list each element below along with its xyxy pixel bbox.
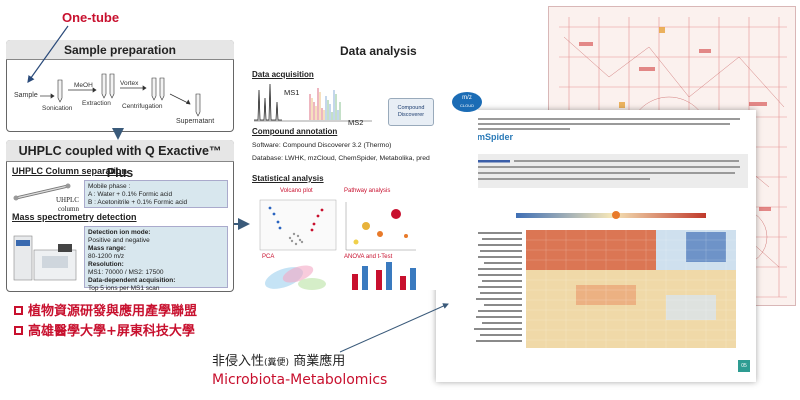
institution-line-1: 植物資源研發與應用產學聯盟 xyxy=(14,300,197,319)
ms-resolution-value: MS1: 70000 / MS2: 17500 xyxy=(88,269,164,276)
anova-plot xyxy=(352,262,416,290)
ms-detection-heading: Mass spectrometry detection xyxy=(12,212,137,222)
step-extraction: Extraction xyxy=(82,100,111,107)
uhplc-title: UHPLC coupled with Q Exactive™ Plus xyxy=(6,140,234,180)
caption-line-1: 非侵入性(糞便) 商業應用 xyxy=(212,350,345,369)
software-text: Software: Compound Discoverer 3.2 (Therm… xyxy=(252,142,392,149)
statistical-analysis-heading: Statistical analysis xyxy=(252,174,324,183)
mobile-phase-a: A : Water + 0.1% Formic acid xyxy=(88,191,173,198)
ms-dda-label: Data-dependent acquisition: xyxy=(88,277,176,284)
pca-label: PCA xyxy=(262,254,275,260)
heatmap-cells xyxy=(526,230,736,348)
data-analysis-title: Data analysis xyxy=(340,44,417,58)
volcano-plot xyxy=(259,199,337,251)
caption-tail: 商業應用 xyxy=(293,354,346,369)
step-sonication: Sonication xyxy=(42,105,73,112)
step-vortex: Vortex xyxy=(120,80,139,87)
ms-settings-box: Detection ion mode: Positive and negativ… xyxy=(84,226,228,292)
chemspider-logo-text: ChemSpider xyxy=(460,132,514,142)
step-supernatant: Supernatant xyxy=(176,118,215,125)
ms-dda-value: Top 5 ions per MS1 scan xyxy=(88,285,160,292)
caption-line-2: Microbiota-Metabolomics xyxy=(212,372,388,388)
mzcloud-logo-line-2: CLOUD xyxy=(459,103,474,108)
uhplc-column-graphic xyxy=(13,183,71,201)
compound-discoverer-logo: Compound Discoverer xyxy=(388,98,434,126)
caption-small: (糞便) xyxy=(264,358,290,368)
ms-detection-mode-value: Positive and negative xyxy=(88,237,150,244)
ms1-label: MS1 xyxy=(284,88,300,97)
ms-detection-mode-label: Detection ion mode: xyxy=(88,229,151,236)
institution-text-2: 高雄醫學大學+屏東科技大學 xyxy=(28,324,195,339)
pathway-analysis-label: Pathway analysis xyxy=(344,188,391,194)
compound-discoverer-logo-line-2: Discoverer xyxy=(397,112,425,118)
report-document: ChemSpider xyxy=(436,110,756,382)
ms-spectra-graphic xyxy=(254,83,372,122)
sample-preparation-title: Sample preparation xyxy=(6,40,234,60)
volcano-plot-label: Volcano plot xyxy=(280,188,313,194)
statistical-plots-graphic xyxy=(259,199,416,290)
step-centrifugation: Centrifugation xyxy=(122,103,163,110)
pca-plot xyxy=(264,265,326,290)
caption-to-document-arrow xyxy=(339,303,449,353)
data-acquisition-heading: Data acquisition xyxy=(252,70,314,79)
mobile-phase-b: B : Acetonitrile + 0.1% Formic acid xyxy=(88,199,188,206)
uhplc-column-label-2: column xyxy=(58,205,79,213)
mass-spectrometer-graphic xyxy=(13,235,77,281)
institution-line-2: 高雄醫學大學+屏東科技大學 xyxy=(14,320,195,339)
report-document-graphic xyxy=(444,118,748,348)
compound-annotation-heading: Compound annotation xyxy=(252,127,338,136)
ms-mass-range-value: 80-1200 m/z xyxy=(88,253,125,260)
mobile-phase-label: Mobile phase : xyxy=(88,183,131,190)
pathway-bubble-plot xyxy=(345,202,416,251)
uhplc-column-label-1: UHPLC xyxy=(56,196,79,204)
ms-mass-range-label: Mass range: xyxy=(88,245,126,252)
ms2-label: MS2 xyxy=(348,118,364,127)
bullet-square-icon xyxy=(14,306,23,315)
one-tube-label: One-tube xyxy=(62,10,120,25)
step-meoh: MeOH xyxy=(74,82,93,89)
page-number-badge: 05 xyxy=(738,360,750,372)
compound-discoverer-logo-line-1: Compound xyxy=(397,105,425,111)
sample-prep-flow-graphic xyxy=(40,73,201,117)
bullet-square-icon xyxy=(14,326,23,335)
mzcloud-logo-line-1: m/z xyxy=(462,95,472,101)
institution-text-1: 植物資源研發與應用產學聯盟 xyxy=(28,304,198,319)
column-separation-heading: UHPLC Column separation xyxy=(12,166,128,176)
database-text: Database: LWHK, mzCloud, ChemSpider, Met… xyxy=(252,155,430,162)
step-sample: Sample xyxy=(14,92,38,99)
mzcloud-logo: m/z CLOUD xyxy=(452,92,482,112)
mobile-phase-box: Mobile phase : A : Water + 0.1% Formic a… xyxy=(84,180,228,208)
ms-resolution-label: Resolution: xyxy=(88,261,124,268)
anova-label: ANOVA and t-Test xyxy=(344,254,393,260)
caption-main: 非侵入性 xyxy=(212,354,265,369)
